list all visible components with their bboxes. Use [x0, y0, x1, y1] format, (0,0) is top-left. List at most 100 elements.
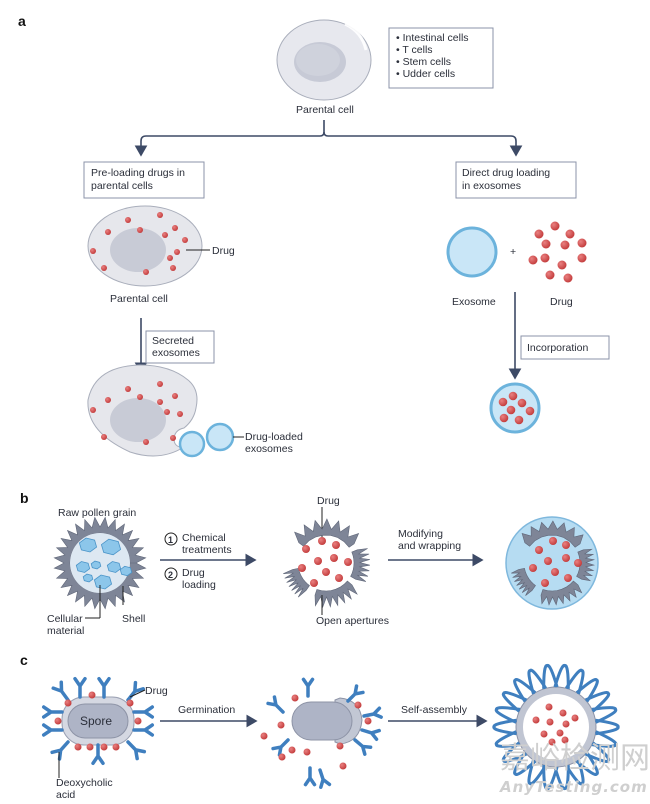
drug-particle — [563, 273, 573, 283]
drug-particle — [277, 721, 285, 729]
micelle-acid-petal — [584, 691, 611, 713]
drug-particle — [288, 746, 296, 754]
drug-particle — [126, 699, 134, 707]
cell-type-item: • T cells — [396, 44, 433, 56]
germinating-spore — [260, 677, 383, 789]
micelle-acid-petal — [553, 663, 570, 689]
drug-particle — [125, 217, 131, 223]
drug-particle — [86, 743, 94, 751]
drug-particle — [557, 260, 567, 270]
drug-particle — [100, 743, 108, 751]
branch-arrow-left — [134, 120, 325, 157]
step-1-number: 1 — [168, 535, 173, 545]
drug-particle — [335, 574, 343, 582]
deoxycholic-acid — [266, 695, 285, 714]
parental-cell-label: Parental cell — [296, 104, 354, 116]
micelle-acid-petal — [513, 678, 537, 703]
drug-particle — [560, 240, 570, 250]
branch-arrow-right — [323, 131, 523, 157]
drug-particle — [101, 265, 107, 271]
cellular-material-label: material — [47, 625, 84, 637]
micelle-acid-petal — [527, 759, 548, 786]
drug-particle — [562, 554, 570, 562]
drug-particle — [577, 253, 587, 263]
drug-particle — [339, 762, 347, 770]
drug-particle — [540, 730, 548, 738]
drug-particle — [157, 399, 163, 405]
pollen-shell-segment — [294, 518, 360, 548]
drug-particle — [556, 729, 564, 737]
cell-type-item: • Intestinal cells — [396, 32, 469, 44]
micelle-acid-petal — [492, 718, 517, 736]
drug-particle — [561, 736, 569, 744]
deoxycholic-acid — [51, 680, 70, 702]
drug-particle — [332, 541, 340, 549]
deoxycholic-acid — [318, 768, 332, 789]
panel-label-b: b — [20, 490, 29, 506]
drug-particle — [550, 221, 560, 231]
micelle-acid-petal — [595, 718, 620, 736]
drug-particle — [291, 694, 299, 702]
opened-pollen-grain — [283, 518, 370, 608]
step-1-line: Chemical — [182, 532, 226, 544]
pollen-shell-segment — [540, 580, 583, 606]
drug-particle — [143, 439, 149, 445]
drug-particle — [535, 546, 543, 554]
drug-particle — [506, 405, 516, 415]
cellular-material-fragment — [78, 537, 98, 553]
drug-particle — [157, 381, 163, 387]
micelle-acid-petal — [494, 730, 521, 748]
cell-types-box — [388, 27, 494, 89]
deoxycholic-acid — [301, 677, 315, 698]
wrapped-pollen-grain — [505, 516, 599, 610]
drug-particle — [551, 568, 559, 576]
micelle-acid-petal — [564, 759, 585, 786]
micelle-interior — [523, 694, 589, 760]
drug-particle — [170, 265, 176, 271]
cellular-material-fragment — [119, 565, 133, 577]
cellular-material-fragment — [82, 573, 94, 583]
drug-particle — [177, 411, 183, 417]
drug-particle — [260, 732, 268, 740]
cellular-material-fragment — [100, 538, 122, 556]
cell-type-item: • Stem cells — [396, 56, 451, 68]
drug-particle — [364, 717, 372, 725]
deoxycholic-acid — [353, 738, 373, 756]
drug-particle — [330, 554, 338, 562]
drug-particle — [278, 753, 286, 761]
modifying-line: Modifying — [398, 528, 443, 540]
drug-label-c: Drug — [145, 685, 168, 697]
secreted-box — [145, 330, 215, 364]
pollen-shell-segment — [350, 548, 370, 582]
deoxycholic-acid — [360, 728, 381, 741]
drug-particle — [517, 398, 527, 408]
drug-label-a-right: Drug — [550, 296, 573, 308]
deoxycholic-acid — [132, 723, 155, 737]
drug-particle — [354, 701, 362, 709]
modifying-line: and wrapping — [398, 540, 461, 552]
drug-particle — [90, 248, 96, 254]
micelle-acid-petal — [501, 691, 528, 713]
drug-particle — [303, 748, 311, 756]
deoxycholic-acid — [97, 676, 111, 699]
cellular-material-fragment — [93, 574, 113, 590]
spore-body — [67, 703, 129, 739]
deoxycholic-acid — [362, 706, 383, 719]
drug-particle — [172, 393, 178, 399]
drug-particle — [64, 699, 72, 707]
drug-particle — [559, 709, 567, 717]
pollen-shell-segment — [283, 567, 310, 598]
shell-label: Shell — [122, 613, 145, 625]
drug-particle — [137, 227, 143, 233]
exosome-label: Exosome — [452, 296, 496, 308]
deoxycholic-acid — [91, 743, 105, 766]
drug-particle — [498, 397, 508, 407]
micelle-acid-petal — [501, 741, 528, 763]
drug-particle — [318, 537, 326, 545]
step-2-number: 2 — [168, 570, 173, 580]
drug-particle — [125, 386, 131, 392]
micelle-acid-petal — [527, 668, 548, 695]
drug-particle — [172, 225, 178, 231]
drug-particle — [112, 743, 120, 751]
parental-cell-top — [276, 19, 372, 101]
